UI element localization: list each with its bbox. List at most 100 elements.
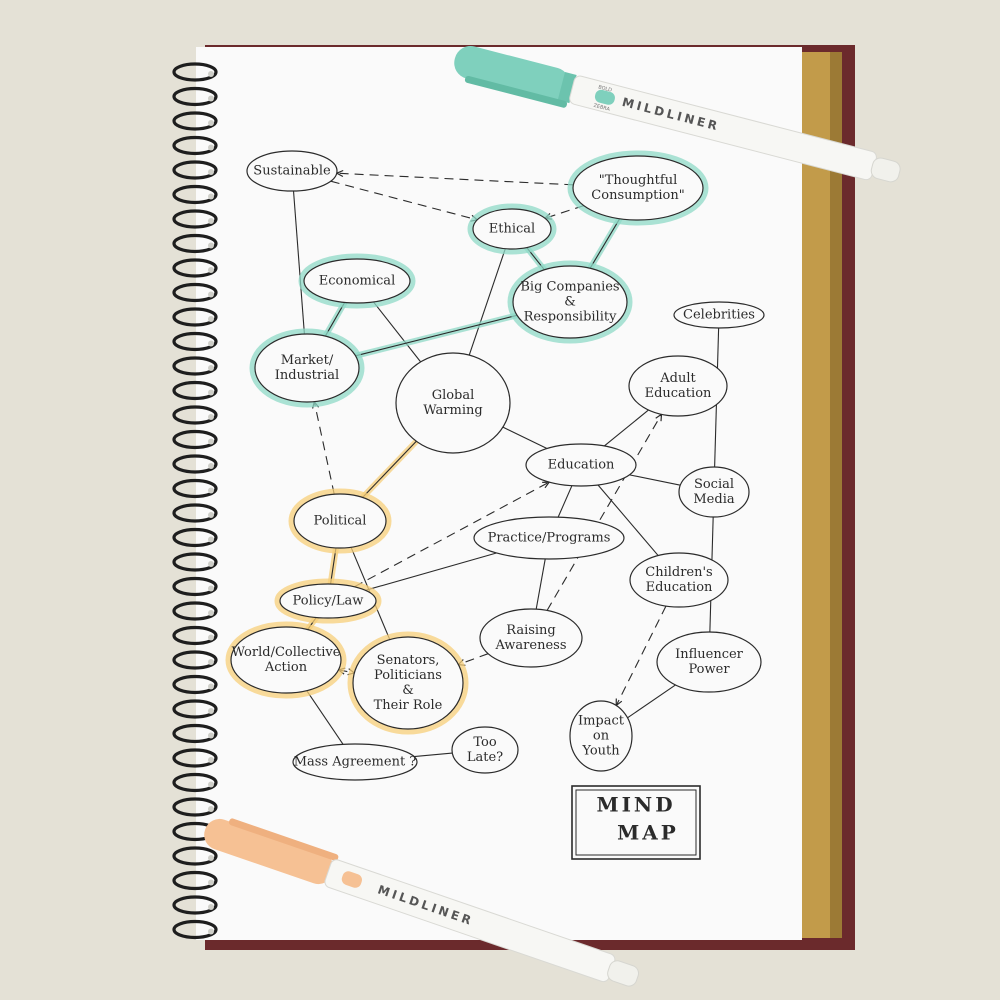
edge-stroke <box>330 547 337 585</box>
node-highlight <box>274 578 382 624</box>
punch-hole <box>208 659 214 665</box>
node-highlight <box>467 203 557 255</box>
node-label: Education <box>645 386 712 401</box>
spiral-coil <box>172 601 218 621</box>
node-highlight <box>298 253 416 309</box>
edge-stroke <box>373 301 422 363</box>
node-highlight <box>249 328 365 408</box>
edge-big-companies-to-market <box>352 312 521 359</box>
edge-stroke <box>557 485 573 518</box>
spiral-coil <box>172 748 218 768</box>
node-label: Warming <box>423 403 482 418</box>
spiral-coil <box>172 503 218 523</box>
node-outline <box>572 155 704 221</box>
edge-stroke <box>324 302 346 337</box>
teal-highlighter-pen: BOLD ZEBRA MILDLINER <box>454 46 901 183</box>
edge-stroke <box>627 684 676 719</box>
spiral-coil <box>172 454 218 474</box>
edge-stroke <box>313 401 335 495</box>
punch-hole <box>208 928 214 935</box>
node-label: Consumption" <box>591 188 684 203</box>
edge-stroke <box>468 248 506 356</box>
spiral-coil <box>172 478 218 499</box>
edge-stroke <box>336 172 574 186</box>
node-label: Youth <box>581 744 620 759</box>
edge-stroke <box>306 690 344 745</box>
edge-stroke <box>458 653 489 666</box>
node-big-companies: Big Companies&Responsibility <box>507 260 633 344</box>
edge-stroke <box>597 484 659 556</box>
punch-hole <box>208 708 214 714</box>
node-label: Senators, <box>377 653 440 668</box>
spiral-coil <box>172 111 218 131</box>
edge-policy-to-practice <box>365 552 497 591</box>
edge-education-to-practice <box>557 485 573 518</box>
punch-hole <box>208 610 214 616</box>
punch-hole <box>208 340 214 347</box>
node-label: Global <box>432 388 475 403</box>
edge-mass-agreement-to-too-late <box>414 752 453 758</box>
node-outline <box>246 150 338 192</box>
punch-hole <box>208 365 214 371</box>
punch-hole <box>208 463 214 469</box>
edge-stroke <box>589 218 621 269</box>
edge-stroke <box>535 558 546 610</box>
spiral-coil <box>172 723 218 744</box>
node-outline <box>479 608 583 668</box>
mind-map-title-line-1: MIND <box>596 793 675 817</box>
node-label: Industrial <box>275 368 339 383</box>
node-outline <box>293 493 387 549</box>
edge-stroke <box>603 409 649 447</box>
orange-highlighter-pen: MILDLINER <box>204 818 640 987</box>
teal-pen-maker-label: ZEBRA <box>593 103 611 113</box>
edge-stroke <box>615 605 667 706</box>
nodes: Sustainable"ThoughtfulConsumption"Ethica… <box>225 150 765 781</box>
punch-hole <box>208 193 214 200</box>
spiral-coil <box>172 625 218 646</box>
node-outline <box>673 301 765 329</box>
spiral-coil <box>172 919 218 940</box>
node-outline <box>473 516 625 560</box>
spiral-coil <box>172 307 218 327</box>
spiral-coil <box>172 846 218 866</box>
node-highlight <box>507 260 633 344</box>
edge-stroke <box>354 481 550 588</box>
node-highlight <box>225 621 347 699</box>
spiral-coil <box>172 356 218 376</box>
node-label: World/Collective <box>232 645 341 660</box>
node-outline <box>254 333 360 403</box>
punch-hole <box>208 71 214 77</box>
edge-political-to-policy <box>327 544 339 588</box>
node-label: Adult <box>659 371 696 386</box>
spiral-coil <box>172 650 218 670</box>
punch-hole <box>208 95 214 102</box>
edge-world-action-to-mass-agreement <box>306 690 344 745</box>
node-outline <box>279 583 377 619</box>
punch-hole <box>208 561 214 567</box>
edge-stroke <box>629 474 681 486</box>
node-label: Too <box>473 735 496 750</box>
punch-hole <box>208 389 214 396</box>
node-label: Politicians <box>374 668 442 683</box>
punch-hole <box>208 757 214 763</box>
node-education: Education <box>525 443 637 487</box>
node-outline <box>230 626 342 694</box>
edge-stroke <box>502 426 548 450</box>
punch-hole <box>208 732 214 739</box>
punch-hole <box>208 904 214 910</box>
node-outline <box>303 258 411 304</box>
spiral-coil <box>172 699 218 719</box>
punch-hole <box>208 438 214 445</box>
node-outline <box>451 726 519 774</box>
punch-hole <box>208 781 214 788</box>
spiral-coil <box>172 258 218 278</box>
punch-hole <box>208 879 214 886</box>
node-label: "Thoughtful <box>599 173 677 188</box>
punch-hole <box>208 536 214 543</box>
node-label: Raising <box>506 623 556 638</box>
